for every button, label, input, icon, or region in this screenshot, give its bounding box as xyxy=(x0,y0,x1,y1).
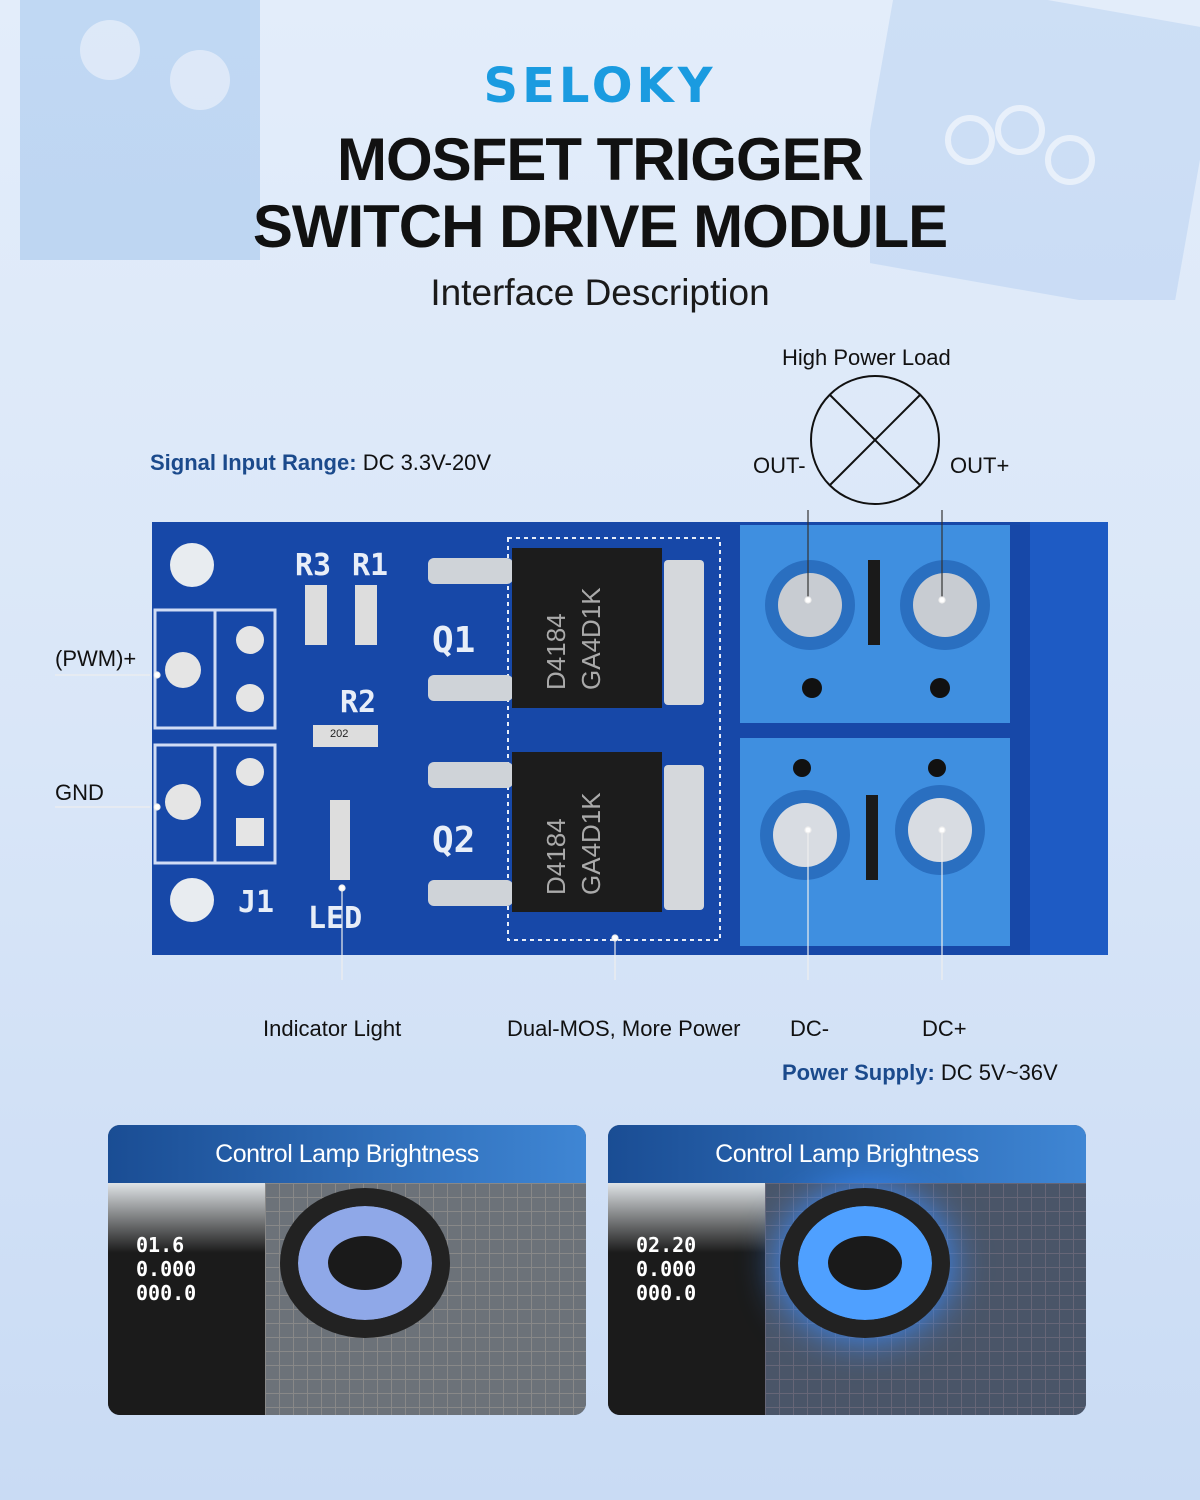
r1-label: R1 xyxy=(352,548,388,583)
background-terminal-decoration xyxy=(20,0,260,260)
power-readout: 000.0 xyxy=(636,1281,697,1305)
signal-range-label: Signal Input Range: xyxy=(150,450,357,475)
q2-label: Q2 xyxy=(432,820,475,861)
svg-text:D4184: D4184 xyxy=(541,613,571,690)
subtitle: Interface Description xyxy=(430,272,770,313)
out-plus-label: OUT+ xyxy=(950,453,1010,478)
pwm-pin-label: (PWM)+ xyxy=(55,646,137,671)
voltage-readout: 02.20 xyxy=(636,1233,697,1257)
dc-plus-label: DC+ xyxy=(922,1016,967,1041)
dual-mos-label: Dual-MOS, More Power xyxy=(507,1016,741,1041)
power-supply-photo: 02.20 0.000 000.0 xyxy=(608,1183,765,1415)
panel-title: Control Lamp Brightness xyxy=(108,1125,586,1183)
lamp-load-icon xyxy=(810,375,940,505)
current-readout: 0.000 xyxy=(136,1257,197,1281)
led-label: LED xyxy=(308,901,362,936)
title-line-2: SWITCH DRIVE MODULE xyxy=(252,193,948,260)
q1-label: Q1 xyxy=(432,620,475,661)
out-minus-label: OUT- xyxy=(753,453,806,478)
title-line-1: MOSFET TRIGGER xyxy=(337,126,864,193)
signal-range-value: DC 3.3V-20V xyxy=(362,450,492,475)
demo-panel-high: Control Lamp Brightness 02.20 0.000 000.… xyxy=(608,1125,1086,1415)
dc-minus-label: DC- xyxy=(790,1016,830,1041)
high-power-load-label: High Power Load xyxy=(782,345,951,370)
power-supply-label: Power Supply: xyxy=(782,1060,935,1085)
svg-text:GA4D1K: GA4D1K xyxy=(576,587,606,690)
power-supply-value: DC 5V~36V xyxy=(940,1060,1058,1085)
r3-label: R3 xyxy=(295,548,331,583)
current-readout: 0.000 xyxy=(636,1257,697,1281)
panel-title: Control Lamp Brightness xyxy=(608,1125,1086,1183)
power-terminal-block xyxy=(740,738,1010,946)
svg-text:GA4D1K: GA4D1K xyxy=(576,792,606,895)
background-pcb-decoration xyxy=(870,0,1200,300)
output-terminal-block xyxy=(740,525,1010,723)
j1-label: J1 xyxy=(238,885,274,920)
r2-label: R2 xyxy=(340,685,376,720)
brand-logo: SELOKY xyxy=(483,58,717,114)
demo-panel-low: Control Lamp Brightness 01.6 0.000 000.0 xyxy=(108,1125,586,1415)
indicator-light-label: Indicator Light xyxy=(263,1016,402,1041)
power-readout: 000.0 xyxy=(136,1281,197,1305)
voltage-readout: 01.6 xyxy=(136,1233,185,1257)
svg-text:D4184: D4184 xyxy=(541,818,571,895)
r2-code: 202 xyxy=(330,728,348,740)
led-strip-photo xyxy=(765,1183,1086,1415)
gnd-pin-label: GND xyxy=(55,780,104,805)
led-strip-photo xyxy=(265,1183,586,1415)
power-supply-photo: 01.6 0.000 000.0 xyxy=(108,1183,265,1415)
